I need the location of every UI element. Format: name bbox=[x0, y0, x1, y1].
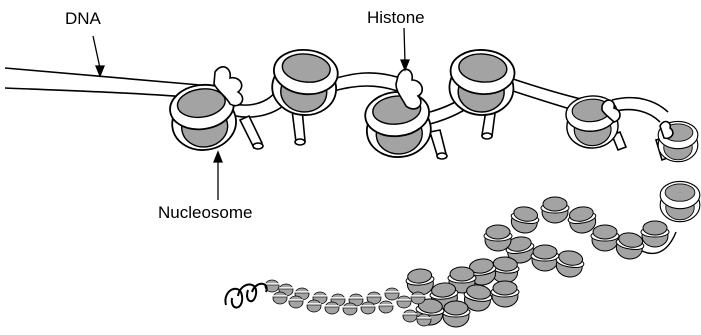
nucleosome-label: Nucleosome bbox=[158, 203, 253, 222]
nucleosome-coil bbox=[405, 197, 676, 327]
dna-label: DNA bbox=[65, 9, 102, 28]
solenoid-spiral bbox=[225, 284, 266, 308]
histone-label: Histone bbox=[367, 8, 425, 27]
label-pointers bbox=[93, 28, 409, 200]
chromatin-fibre bbox=[265, 280, 431, 326]
